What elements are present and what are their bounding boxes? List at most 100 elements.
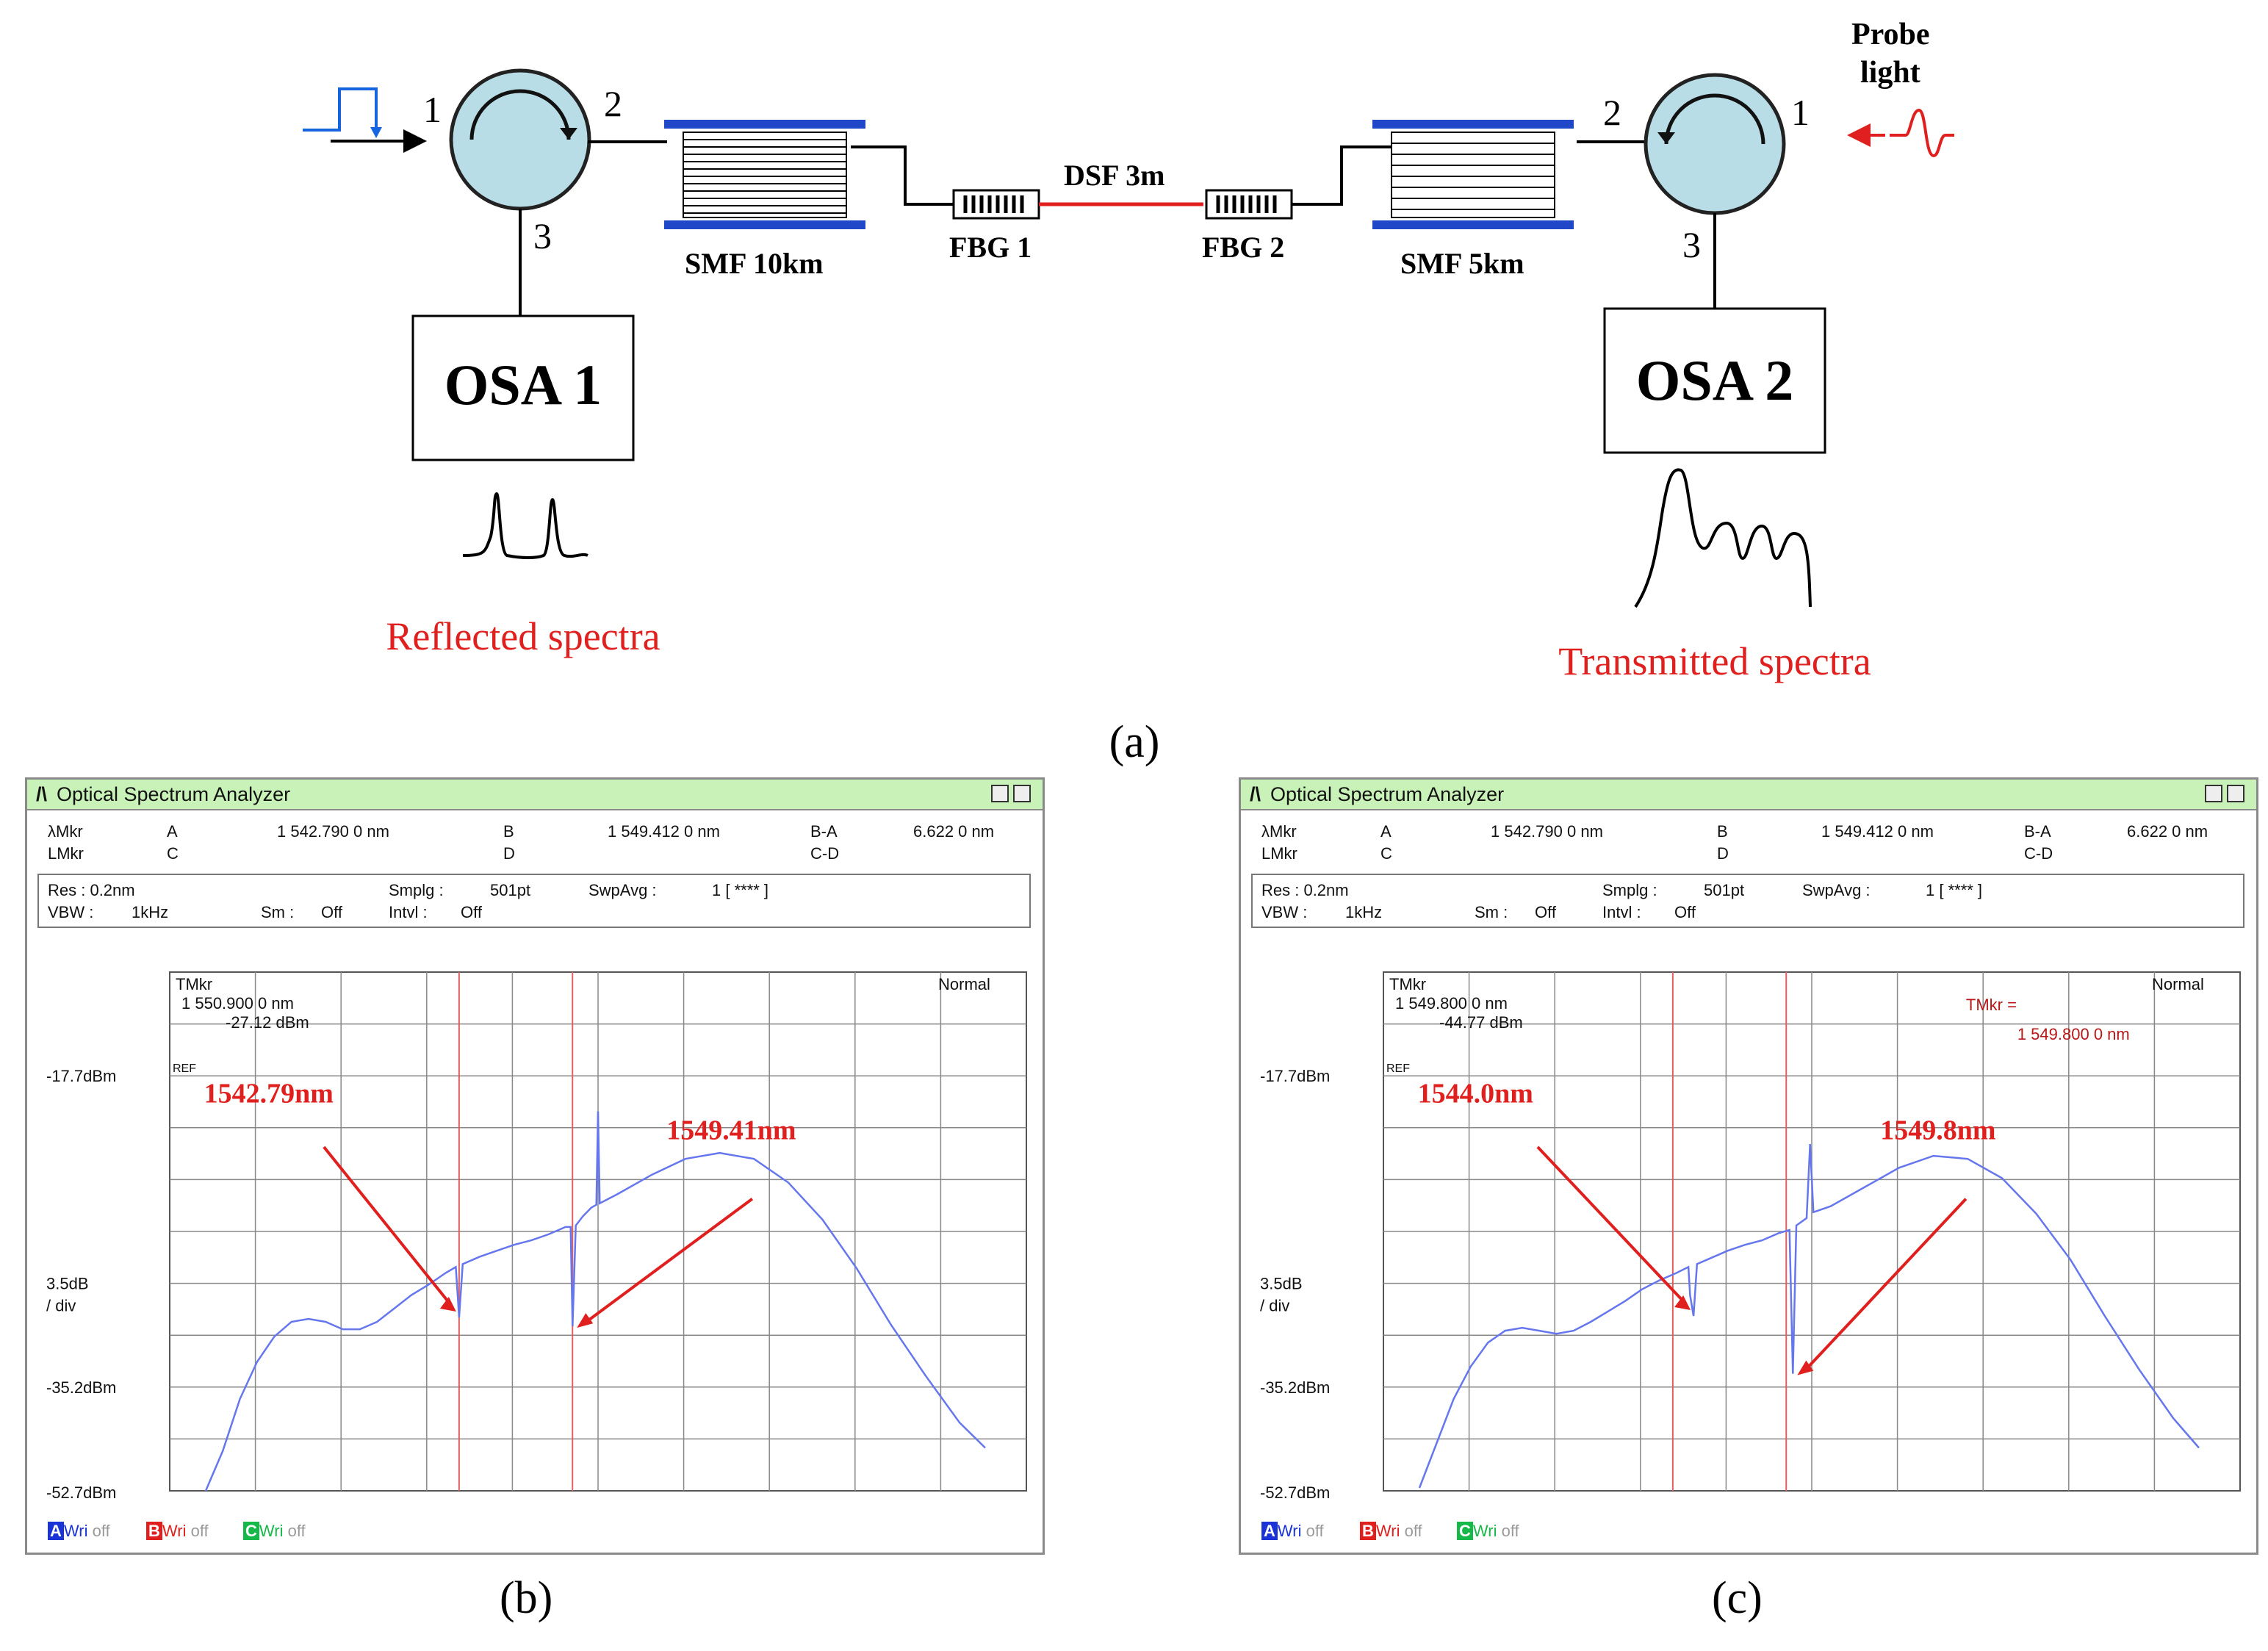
fbg-2-label: FBG 2 xyxy=(1202,231,1284,264)
minimize-button[interactable] xyxy=(991,785,1009,802)
lambda-mkr-label: λMkr xyxy=(48,822,83,841)
maximize-button[interactable] xyxy=(2227,785,2244,802)
x-label-air: in Air xyxy=(804,1511,840,1514)
intvl-value: Off xyxy=(461,903,482,921)
annotation-arrow-2 xyxy=(583,1198,754,1325)
x-label-end: 1 575.90 nm xyxy=(2137,1511,2227,1514)
y-label-div: / div xyxy=(46,1297,76,1315)
dsf-label: DSF 3m xyxy=(1064,159,1164,192)
mkr-cd-label: C-D xyxy=(810,844,840,863)
x-label-center: 1 550.90 nm xyxy=(1769,1511,1859,1514)
analyzer-logo-icon: /\ xyxy=(36,783,48,805)
mkr-d-label: D xyxy=(1717,844,1729,863)
x-label-end: 1 575.90 nm xyxy=(924,1511,1013,1514)
osa-window-b: /\ Optical Spectrum Analyzer λMkr A 1 54… xyxy=(25,777,1045,1555)
annotation-arrowhead-1 xyxy=(1674,1295,1691,1310)
swpavg-value: 1 [ **** ] xyxy=(1926,881,1983,899)
mkr-a-label: A xyxy=(167,822,178,841)
osa-1-label: OSA 1 xyxy=(444,353,602,417)
smplg-value: 501pt xyxy=(1704,881,1745,899)
x-label-center: 1 550.90 nm xyxy=(555,1511,645,1514)
mkr-a-label: A xyxy=(1380,822,1392,841)
left-circulator xyxy=(449,68,591,211)
mkr-ba-value: 6.622 0 nm xyxy=(2127,822,2208,841)
left-port-2: 2 xyxy=(604,83,622,124)
smplg-label: Smplg : xyxy=(1602,881,1657,899)
x-label-start: 1 525.90 nm xyxy=(1347,1511,1436,1514)
smplg-label: Smplg : xyxy=(389,881,444,899)
res-label: Res : 0.2nm xyxy=(1261,881,1349,899)
sm-value: Off xyxy=(1535,903,1556,921)
mkr-a-value: 1 542.790 0 nm xyxy=(277,822,389,841)
tmkr-box-label: TMkr = xyxy=(1966,996,2017,1014)
ref-label: REF xyxy=(1386,1062,1410,1075)
x-label-div: 5.00 nm/div xyxy=(1562,1511,1646,1514)
left-port-1: 1 xyxy=(423,89,442,130)
transmitted-spectrum-sketch xyxy=(1634,468,1812,608)
intvl-label: Intvl : xyxy=(389,903,428,921)
minimize-button[interactable] xyxy=(2205,785,2222,802)
window-title-c: Optical Spectrum Analyzer xyxy=(1270,783,1505,805)
mkr-cd-label: C-D xyxy=(2024,844,2053,863)
mkr-c-label: C xyxy=(1380,844,1392,863)
mkr-ba-label: B-A xyxy=(810,822,838,841)
osa-titlebar-b: /\ Optical Spectrum Analyzer xyxy=(27,780,1043,810)
fbg-2-icon xyxy=(1205,189,1293,220)
y-label-bottom: -52.7dBm xyxy=(1260,1483,1330,1502)
fbg-1-icon xyxy=(952,189,1040,220)
osa-2-box xyxy=(1603,307,1826,454)
right-port-2: 2 xyxy=(1603,92,1621,133)
vbw-label: VBW : xyxy=(48,903,94,921)
left-port-3: 3 xyxy=(533,215,552,256)
input-pulse-arrow xyxy=(370,127,382,138)
ref-label: REF xyxy=(173,1062,196,1075)
tmkr-power: -27.12 dBm xyxy=(226,1013,309,1032)
maximize-button[interactable] xyxy=(1013,785,1031,802)
osa-1-box xyxy=(411,314,635,461)
smf-5km-label: SMF 5km xyxy=(1400,247,1524,280)
right-port-3: 3 xyxy=(1682,224,1701,265)
osa-2-label: OSA 2 xyxy=(1636,348,1794,412)
y-label-mid: -35.2dBm xyxy=(1260,1378,1330,1397)
spectrum-trace xyxy=(1418,1143,2200,1489)
lmkr-label: LMkr xyxy=(1261,844,1297,863)
annotation-dip-1: 1544.0nm xyxy=(1418,1079,1533,1109)
smf-5km-spool-icon xyxy=(1372,120,1574,229)
vbw-value: 1kHz xyxy=(1345,903,1383,921)
reflected-spectrum-sketch xyxy=(462,492,588,559)
spectrum-trace xyxy=(204,1111,986,1492)
settings-box xyxy=(1251,874,2244,928)
intvl-label: Intvl : xyxy=(1602,903,1641,921)
swpavg-value: 1 [ **** ] xyxy=(712,881,769,899)
intvl-value: Off xyxy=(1674,903,1696,921)
smf-10km-label: SMF 10km xyxy=(685,247,824,280)
y-label-bottom: -52.7dBm xyxy=(46,1483,116,1502)
mkr-ba-value: 6.622 0 nm xyxy=(913,822,995,841)
y-label-top: -17.7dBm xyxy=(1260,1067,1330,1085)
x-label-air: in Air xyxy=(2017,1511,2053,1514)
tmkr-power: -44.77 dBm xyxy=(1439,1013,1523,1032)
sm-label: Sm : xyxy=(1475,903,1508,921)
y-label-div: / div xyxy=(1260,1297,1289,1315)
annotation-arrowhead-1 xyxy=(439,1296,456,1312)
annotation-dip-2: 1549.8nm xyxy=(1880,1115,1995,1146)
transmitted-spectra-caption: Transmitted spectra xyxy=(1558,639,1871,683)
mkr-b-label: B xyxy=(1717,822,1728,841)
osa-window-c: /\ Optical Spectrum Analyzer λMkr A 1 54… xyxy=(1239,777,2258,1555)
input-pulse-icon xyxy=(303,87,378,132)
smplg-value: 501pt xyxy=(490,881,531,899)
mkr-b-value: 1 549.412 0 nm xyxy=(1821,822,1934,841)
swpavg-label: SwpAvg : xyxy=(1802,881,1871,899)
annotation-arrow-2 xyxy=(1803,1198,1968,1373)
annotation-dip-1: 1542.79nm xyxy=(204,1079,334,1109)
sm-label: Sm : xyxy=(261,903,295,921)
reflected-spectra-caption: Reflected spectra xyxy=(386,614,660,658)
